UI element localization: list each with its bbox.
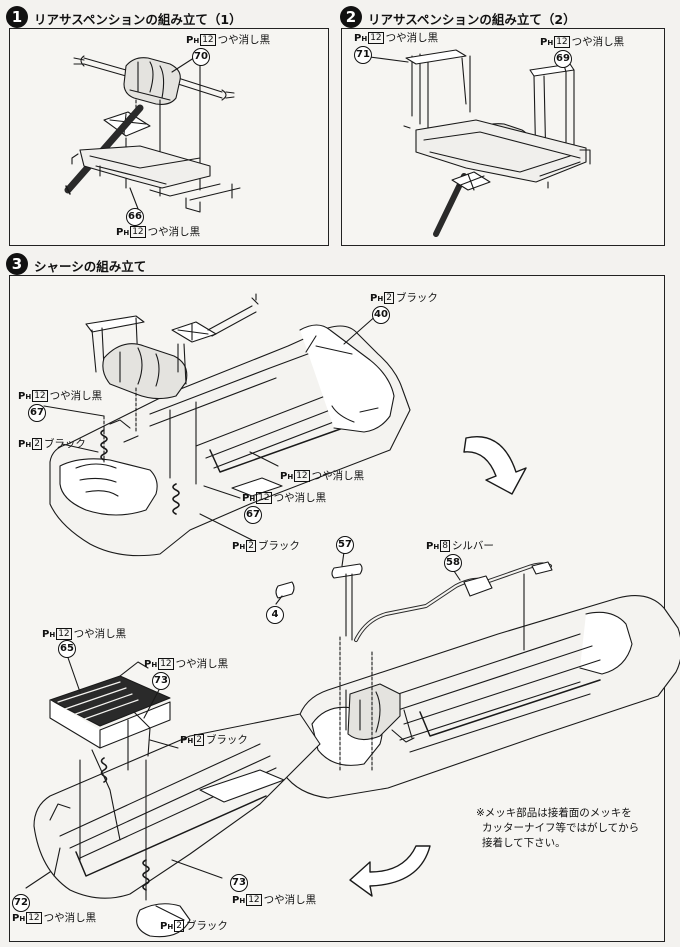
plating-note-line-1: ※メッキ部品は接着面のメッキを [476,807,632,819]
step-2-badge: 2 [340,6,362,28]
step-3-badge: 3 [6,253,28,275]
part-number-67-right: 67 [244,506,262,524]
part-number-40: 40 [372,306,390,324]
part-number-70: 70 [192,48,210,66]
step-1-drawing [64,53,241,215]
step-3b-drawing [275,551,680,799]
part-number-67-left: 67 [28,404,46,422]
rotate-arrow-top [463,436,527,495]
plating-note-line-2: カッターナイフ等ではがしてから [482,822,640,834]
plating-note-line-3: 接着して下さい。 [482,837,566,849]
part-number-66: 66 [126,208,144,226]
step-1-title: リアサスペンションの組み立て（1） [34,12,242,27]
step-1-badge: 1 [6,6,28,28]
rotate-arrow-bottom [349,845,431,897]
step-3a-drawing [43,293,411,557]
part-number-69: 69 [554,50,572,68]
part-number-65: 65 [58,640,76,658]
step-3c-drawing [25,651,321,938]
part-number-73-top: 73 [152,672,170,690]
part-number-71: 71 [354,46,372,64]
plating-note: ※メッキ部品は接着面のメッキを カッターナイフ等ではがしてから 接着して下さい。 [476,806,639,851]
step-2-title: リアサスペンションの組み立て（2） [368,12,576,27]
step-3-title: シャーシの組み立て [34,259,147,274]
part-number-73-bottom: 73 [230,874,248,892]
part-number-72: 72 [12,894,30,912]
step-2-drawing [361,49,591,237]
part-number-57: 57 [336,536,354,554]
part-number-58: 58 [444,554,462,572]
part-number-4: 4 [266,606,284,624]
